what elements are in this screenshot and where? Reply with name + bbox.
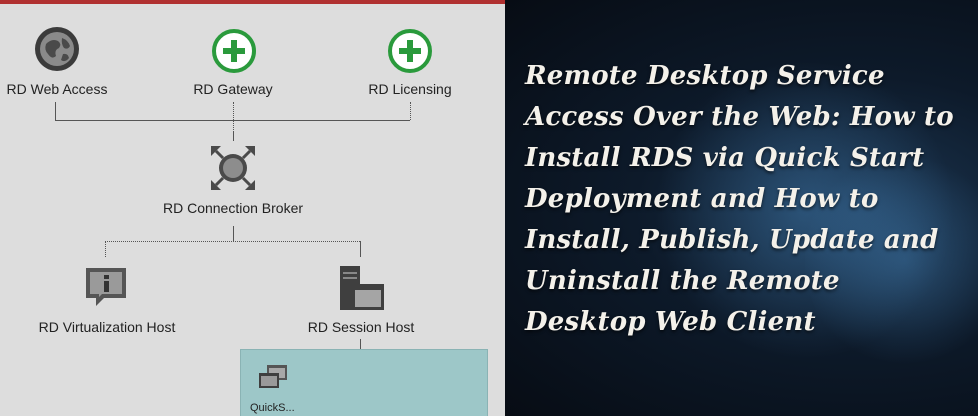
rd-session-host-label: RD Session Host xyxy=(307,319,415,335)
rd-web-access-label: RD Web Access xyxy=(6,81,108,97)
rd-gateway-label: RD Gateway xyxy=(193,81,273,97)
server-window-icon[interactable] xyxy=(338,264,386,312)
connector-gateway-bus xyxy=(233,131,234,141)
connector-web-access-drop xyxy=(55,102,56,120)
info-icon[interactable] xyxy=(82,264,130,310)
licensing-add-icon[interactable] xyxy=(387,28,433,74)
background-glow-secondary xyxy=(805,150,978,370)
quickstart-label: QuickS... xyxy=(250,402,295,414)
connector-broker-down xyxy=(233,226,234,241)
rd-licensing-label: RD Licensing xyxy=(368,81,452,97)
hero-panel: Remote Desktop Service Access Over the W… xyxy=(505,0,978,416)
gateway-add-icon[interactable] xyxy=(211,28,257,74)
connector-top-bus xyxy=(55,120,410,121)
deployment-overview-panel: RD Web Access RD Gateway RD Licensing xyxy=(0,0,505,416)
connector-gateway-drop xyxy=(233,102,234,136)
connector-session-drop xyxy=(360,241,361,257)
windows-stack-icon xyxy=(257,364,289,390)
connector-licensing-drop xyxy=(410,102,411,120)
quickstart-tile[interactable]: QuickS... xyxy=(240,349,488,416)
background-glow xyxy=(655,60,955,360)
connector-session-to-quickstart xyxy=(360,339,361,349)
globe-icon[interactable] xyxy=(34,26,80,72)
rd-connection-broker-label: RD Connection Broker xyxy=(162,200,304,216)
article-title: Remote Desktop Service Access Over the W… xyxy=(525,61,954,337)
broker-icon[interactable] xyxy=(209,144,257,192)
connector-bottom-bus xyxy=(105,241,360,242)
connector-virtualization-drop xyxy=(105,241,106,257)
rd-virtualization-host-label: RD Virtualization Host xyxy=(38,319,176,335)
